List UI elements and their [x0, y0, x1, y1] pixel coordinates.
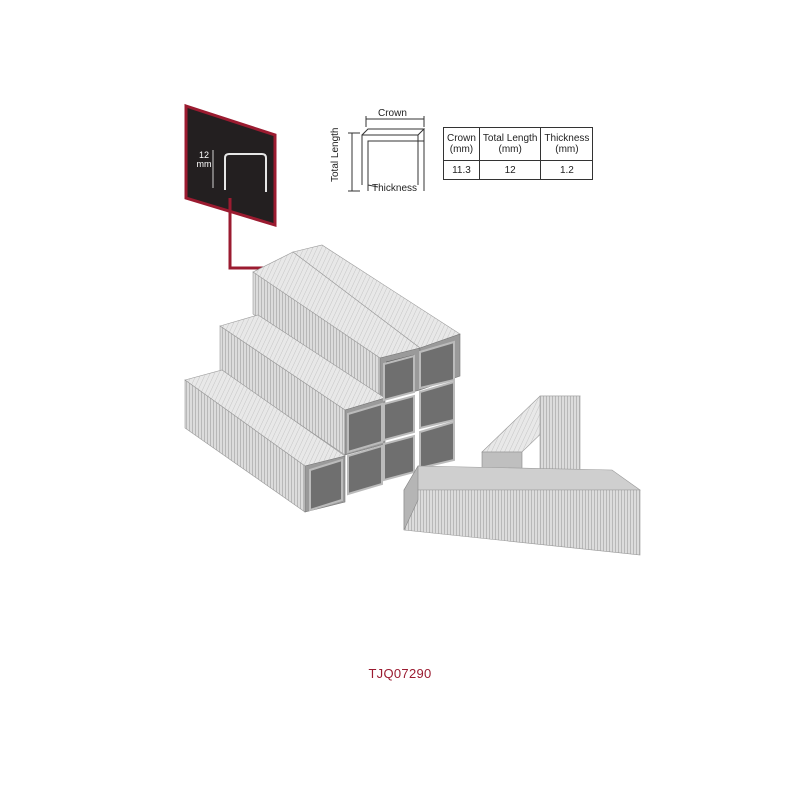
crown-label: Crown	[378, 108, 407, 119]
strip-ends	[309, 340, 455, 512]
dimension-value: 12	[198, 150, 209, 160]
spec-table: Crown(mm) Total Length(mm) Thickness(mm)…	[443, 127, 594, 180]
inset-card	[184, 103, 277, 228]
spec-value-crown: 11.3	[443, 160, 480, 180]
spec-header-total-length: Total Length(mm)	[478, 127, 542, 161]
staple-diagram	[348, 116, 426, 192]
dimension-unit: mm	[196, 159, 212, 169]
inset-dimension-label: 12 mm	[196, 151, 212, 169]
spec-value-thickness: 1.2	[540, 160, 594, 180]
model-code: TJQ07290	[368, 666, 432, 681]
staple-strip-lying	[403, 464, 641, 556]
thickness-label: Thickness	[372, 183, 418, 194]
spec-value-row: 11.3 12 1.2	[443, 160, 594, 180]
spec-value-total-length: 12	[478, 160, 542, 180]
spec-header-crown: Crown(mm)	[443, 127, 480, 161]
staple-sketch-icon	[224, 153, 267, 192]
